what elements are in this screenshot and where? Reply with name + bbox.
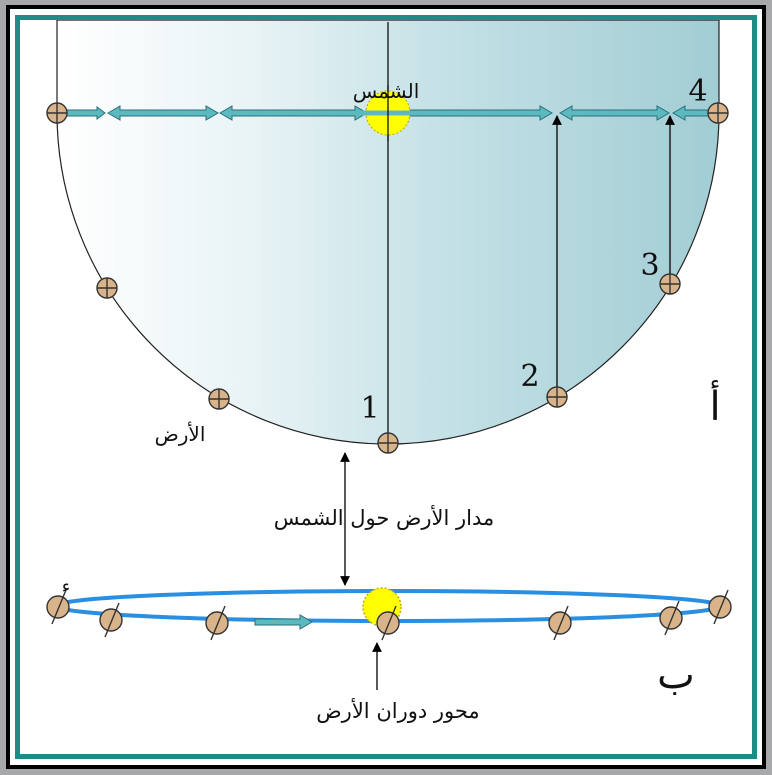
- tilted-earth-icon: [46, 589, 70, 625]
- tilted-earth-icon: [99, 602, 123, 638]
- earth-markers-top: [46, 102, 729, 454]
- tilted-earth-icon: [659, 600, 683, 636]
- tilted-earth-icon: [708, 589, 732, 625]
- point-label-1: 1: [360, 391, 379, 426]
- sun-top-icon: [350, 85, 426, 141]
- point-label-3: 3: [640, 248, 659, 283]
- point-label-4: 4: [688, 74, 707, 109]
- tilted-earth-icon: [548, 605, 572, 641]
- orbit-direction-arrow: [254, 614, 313, 630]
- earth-markers-bottom: [46, 589, 732, 641]
- axis-label: محور دوران الأرض: [316, 698, 479, 723]
- earth-icon: [707, 102, 729, 124]
- earth-icon: [46, 102, 68, 124]
- tilted-earth-icon: [376, 605, 400, 641]
- projection-arrows: [61, 105, 713, 121]
- earth-icon: [377, 432, 399, 454]
- earth-icon: [546, 386, 568, 408]
- earth-label: الأرض: [155, 422, 206, 446]
- point-label-2: 2: [520, 359, 539, 394]
- earth-icon: [96, 277, 118, 299]
- sun-label: الشمس: [353, 79, 420, 103]
- part-b-label: ب: [657, 652, 695, 698]
- orbit-label: مدار الأرض حول الشمس: [274, 505, 495, 530]
- tilted-earth-icon: [205, 605, 229, 641]
- earth-icon: [659, 273, 681, 295]
- small-hamza-mark: ء: [62, 576, 70, 597]
- earth-icon: [208, 388, 230, 410]
- part-a-label: أ: [709, 380, 720, 430]
